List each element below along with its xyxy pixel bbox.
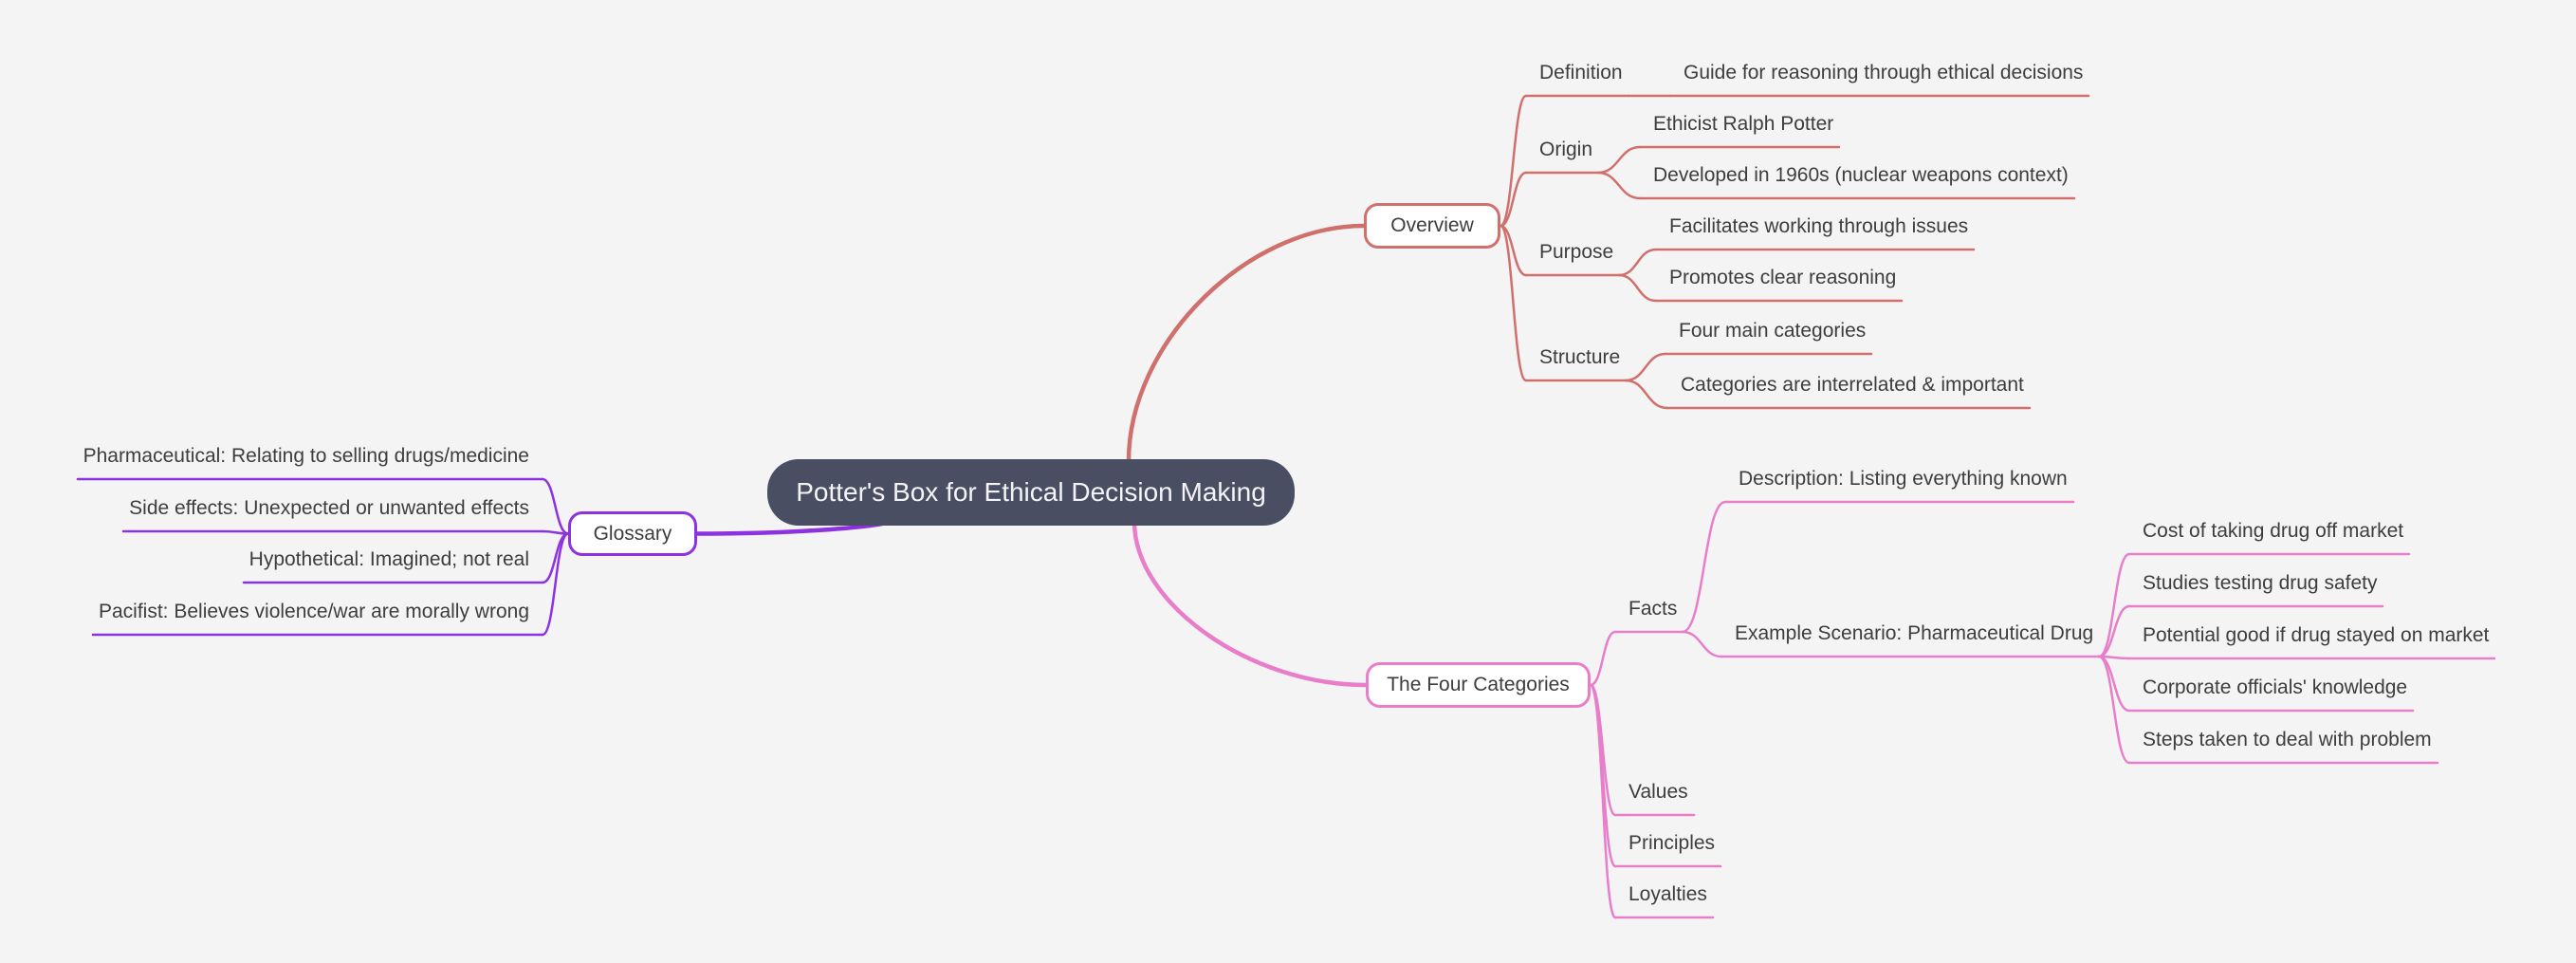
node-facts[interactable]: Facts bbox=[1628, 598, 1678, 620]
node-side-effects-unexpected-or-unwanted-effect[interactable]: Side effects: Unexpected or unwanted eff… bbox=[129, 497, 529, 519]
branch-pill-four-categories[interactable]: The Four Categories bbox=[1366, 662, 1591, 708]
link-ethicist-ralph-potter bbox=[1596, 145, 1642, 175]
node-four-main-categories[interactable]: Four main categories bbox=[1679, 320, 1867, 342]
node-example-scenario-pharmaceutical-drug[interactable]: Example Scenario: Pharmaceutical Drug bbox=[1735, 622, 2094, 644]
link-developed-in-1960s-nuclear-weapons-context bbox=[1596, 171, 1642, 200]
node-promotes-clear-reasoning[interactable]: Promotes clear reasoning bbox=[1669, 267, 1897, 288]
node-hypothetical-imagined-not-real[interactable]: Hypothetical: Imagined; not real bbox=[248, 548, 529, 570]
node-corporate-officials-knowledge[interactable]: Corporate officials' knowledge bbox=[2143, 676, 2408, 698]
link-principles bbox=[1589, 683, 1617, 868]
root-node[interactable]: Potter's Box for Ethical Decision Making bbox=[767, 459, 1295, 526]
node-ethicist-ralph-potter[interactable]: Ethicist Ralph Potter bbox=[1653, 113, 1834, 135]
link-studies-testing-drug-safety bbox=[2097, 604, 2131, 658]
link-promotes-clear-reasoning bbox=[1617, 273, 1658, 303]
node-principles[interactable]: Principles bbox=[1628, 832, 1716, 854]
node-origin[interactable]: Origin bbox=[1539, 139, 1593, 160]
node-cost-of-taking-drug-off-market[interactable]: Cost of taking drug off market bbox=[2143, 520, 2404, 542]
link-origin bbox=[1499, 171, 1528, 228]
link-definition bbox=[1499, 94, 1528, 228]
link-loyalties bbox=[1589, 683, 1617, 919]
node-loyalties[interactable]: Loyalties bbox=[1628, 883, 1707, 905]
node-studies-testing-drug-safety[interactable]: Studies testing drug safety bbox=[2143, 572, 2378, 594]
link-structure bbox=[1499, 224, 1528, 382]
branch-pill-overview[interactable]: Overview bbox=[1364, 203, 1500, 249]
node-guide-for-reasoning-through-ethical-decisi[interactable]: Guide for reasoning through ethical deci… bbox=[1684, 62, 2084, 83]
node-structure[interactable]: Structure bbox=[1539, 346, 1621, 368]
link-root-four-categories bbox=[1132, 519, 1369, 688]
link-facts bbox=[1589, 630, 1617, 687]
node-potential-good-if-drug-stayed-on-market[interactable]: Potential good if drug stayed on market bbox=[2143, 624, 2490, 646]
link-pacifist-believes-violence-war-are-morally bbox=[541, 532, 570, 637]
node-description-listing-everything-known[interactable]: Description: Listing everything known bbox=[1739, 468, 2068, 490]
node-pacifist-believes-violence-war-are-morally[interactable]: Pacifist: Believes violence/war are mora… bbox=[98, 601, 529, 622]
node-purpose[interactable]: Purpose bbox=[1539, 241, 1614, 263]
node-pharmaceutical-relating-to-selling-drugs-m[interactable]: Pharmaceutical: Relating to selling drug… bbox=[83, 445, 529, 467]
branch-pill-glossary[interactable]: Glossary bbox=[568, 511, 697, 556]
link-description-listing-everything-known bbox=[1681, 500, 1727, 634]
link-four-main-categories bbox=[1624, 352, 1667, 382]
node-developed-in-1960s-nuclear-weapons-context[interactable]: Developed in 1960s (nuclear weapons cont… bbox=[1653, 164, 2069, 186]
node-facilitates-working-through-issues[interactable]: Facilitates working through issues bbox=[1669, 215, 1969, 237]
link-cost-of-taking-drug-off-market bbox=[2097, 552, 2131, 658]
node-categories-are-interrelated-important[interactable]: Categories are interrelated & important bbox=[1681, 374, 2024, 396]
node-definition[interactable]: Definition bbox=[1539, 62, 1623, 83]
link-steps-taken-to-deal-with-problem bbox=[2097, 655, 2131, 765]
link-categories-are-interrelated-important bbox=[1624, 379, 1669, 410]
link-pharmaceutical-relating-to-selling-drugs-m bbox=[541, 477, 570, 535]
link-example-scenario-pharmaceutical-drug bbox=[1681, 630, 1723, 658]
node-steps-taken-to-deal-with-problem[interactable]: Steps taken to deal with problem bbox=[2143, 729, 2432, 750]
link-facilitates-working-through-issues bbox=[1617, 248, 1658, 277]
link-root-overview bbox=[1126, 223, 1367, 464]
node-values[interactable]: Values bbox=[1628, 781, 1688, 803]
